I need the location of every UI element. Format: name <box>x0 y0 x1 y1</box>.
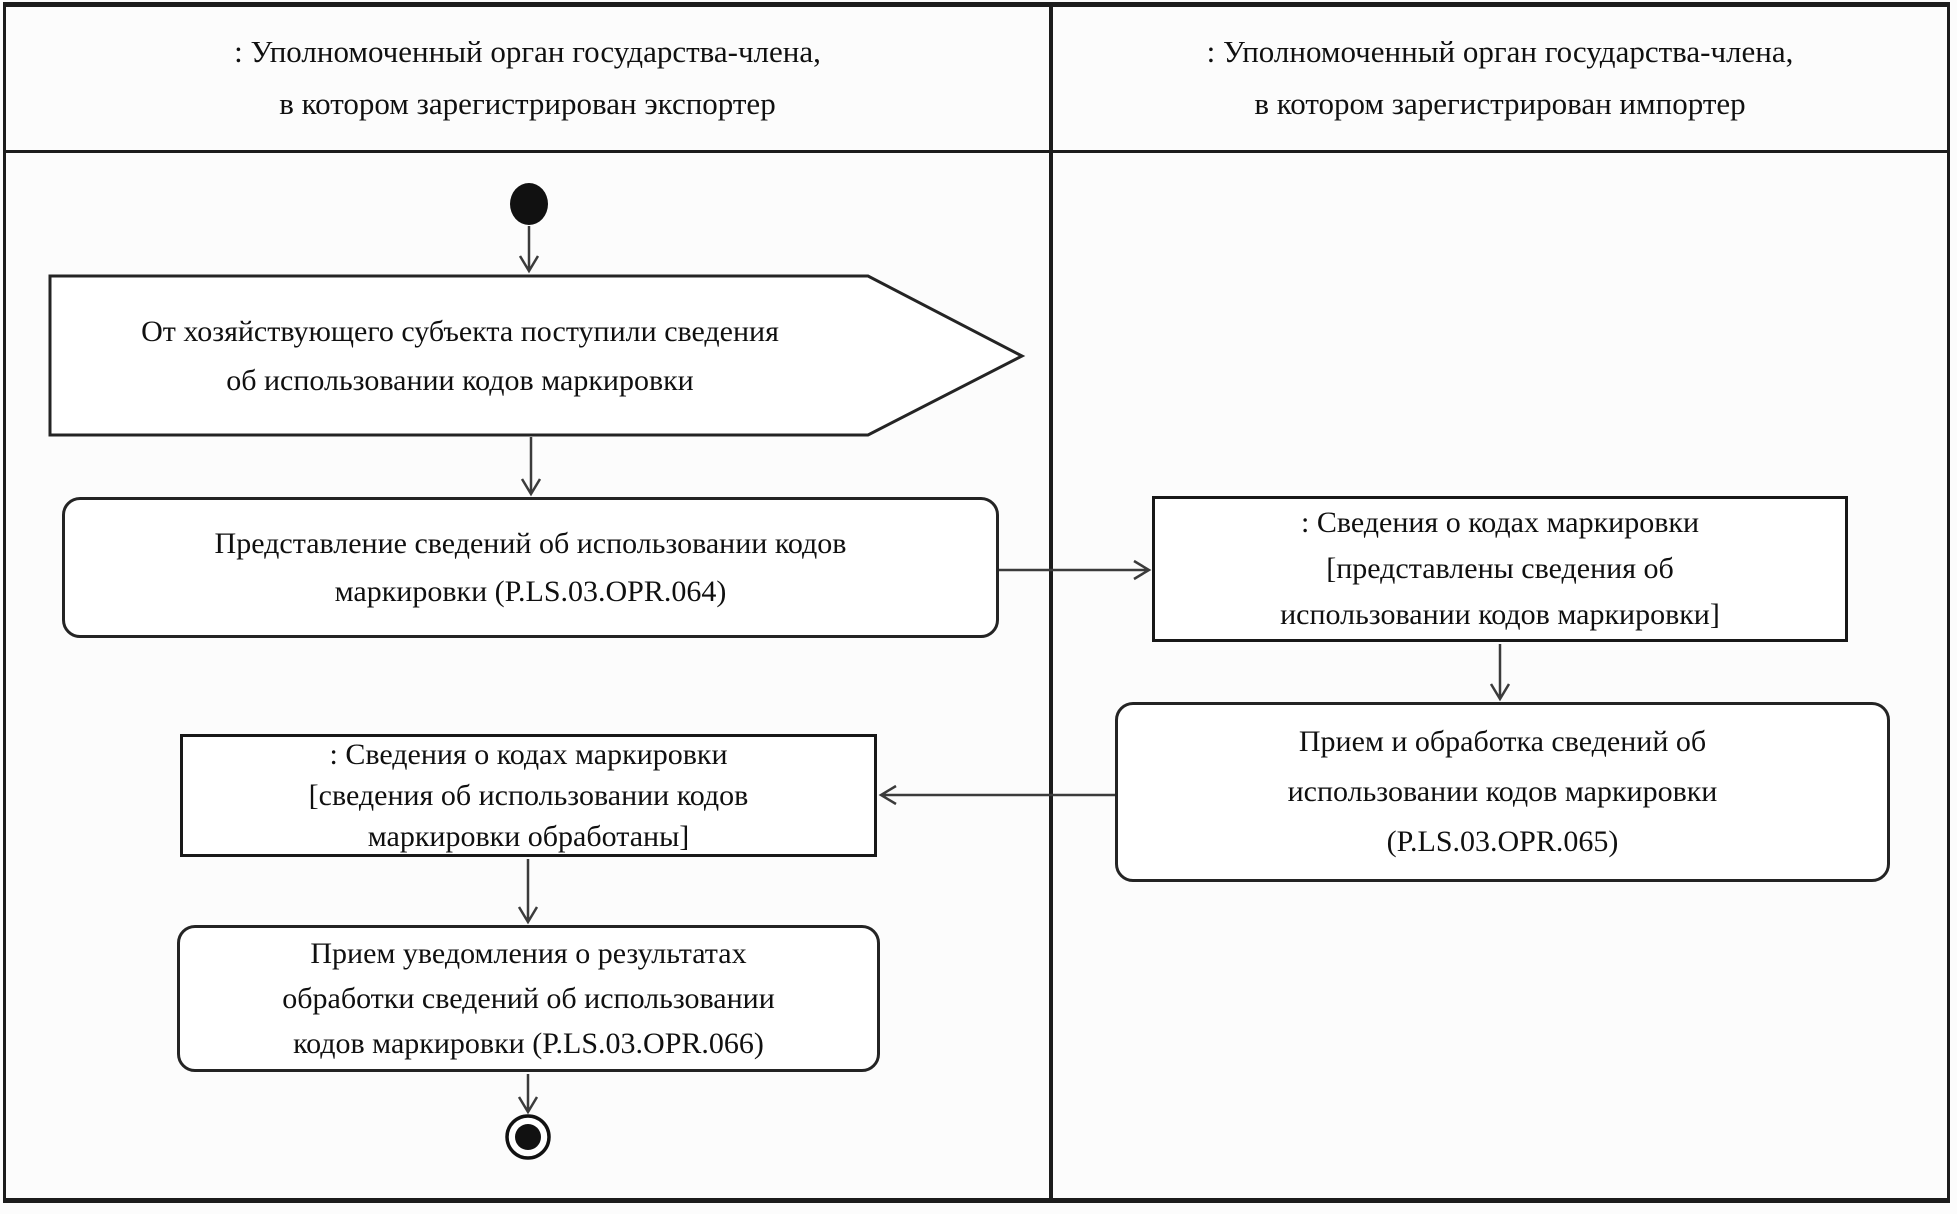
text-line: Представление сведений об использовании … <box>214 526 847 560</box>
diagram-frame <box>3 2 1950 1203</box>
lane-header-exporter: : Уполномоченный орган государства-члена… <box>6 24 1049 132</box>
text-line: Прием и обработка сведений об <box>1298 725 1707 758</box>
lane-header-line: : Уполномоченный орган государства-члена… <box>234 34 821 69</box>
text-line: маркировки (P.LS.03.OPR.064) <box>334 574 727 608</box>
text-line: использовании кодов маркировки] <box>1280 598 1720 631</box>
text-line: (P.LS.03.OPR.065) <box>1386 825 1619 858</box>
text-line: кодов маркировки (P.LS.03.OPR.066) <box>293 1027 764 1060</box>
header-separator-line <box>3 150 1950 153</box>
lane-header-line: в котором зарегистрирован экспортер <box>279 86 776 121</box>
lane-header-line: : Уполномоченный орган государства-члена… <box>1206 34 1794 69</box>
lane-header-importer: : Уполномоченный орган государства-члена… <box>1053 24 1947 132</box>
action-node-066: Прием уведомления о результатах обработк… <box>177 925 880 1072</box>
lane-header-line: в котором зарегистрирован импортер <box>1254 86 1746 121</box>
object-node-processed: : Сведения о кодах маркировки [сведения … <box>180 734 877 857</box>
text-line: использовании кодов маркировки <box>1287 775 1718 808</box>
lane-divider <box>1049 2 1053 1203</box>
signal-receipt-text: От хозяйствующего субъекта поступили све… <box>52 278 868 434</box>
text-line: об использовании кодов маркировки <box>226 364 694 397</box>
text-line: маркировки обработаны] <box>367 820 690 853</box>
text-line: : Сведения о кодах маркировки <box>329 738 728 771</box>
object-node-received: : Сведения о кодах маркировки [представл… <box>1152 496 1848 642</box>
text-line: Прием уведомления о результатах <box>310 937 747 970</box>
text-line: [сведения об использовании кодов <box>308 779 749 812</box>
text-line: [представлены сведения об <box>1326 552 1674 585</box>
action-node-065: Прием и обработка сведений об использова… <box>1115 702 1890 882</box>
text-line: : Сведения о кодах маркировки <box>1300 506 1700 539</box>
text-line: От хозяйствующего субъекта поступили све… <box>141 315 779 348</box>
action-node-064: Представление сведений об использовании … <box>62 497 999 638</box>
text-line: обработки сведений об использовании <box>282 982 775 1015</box>
